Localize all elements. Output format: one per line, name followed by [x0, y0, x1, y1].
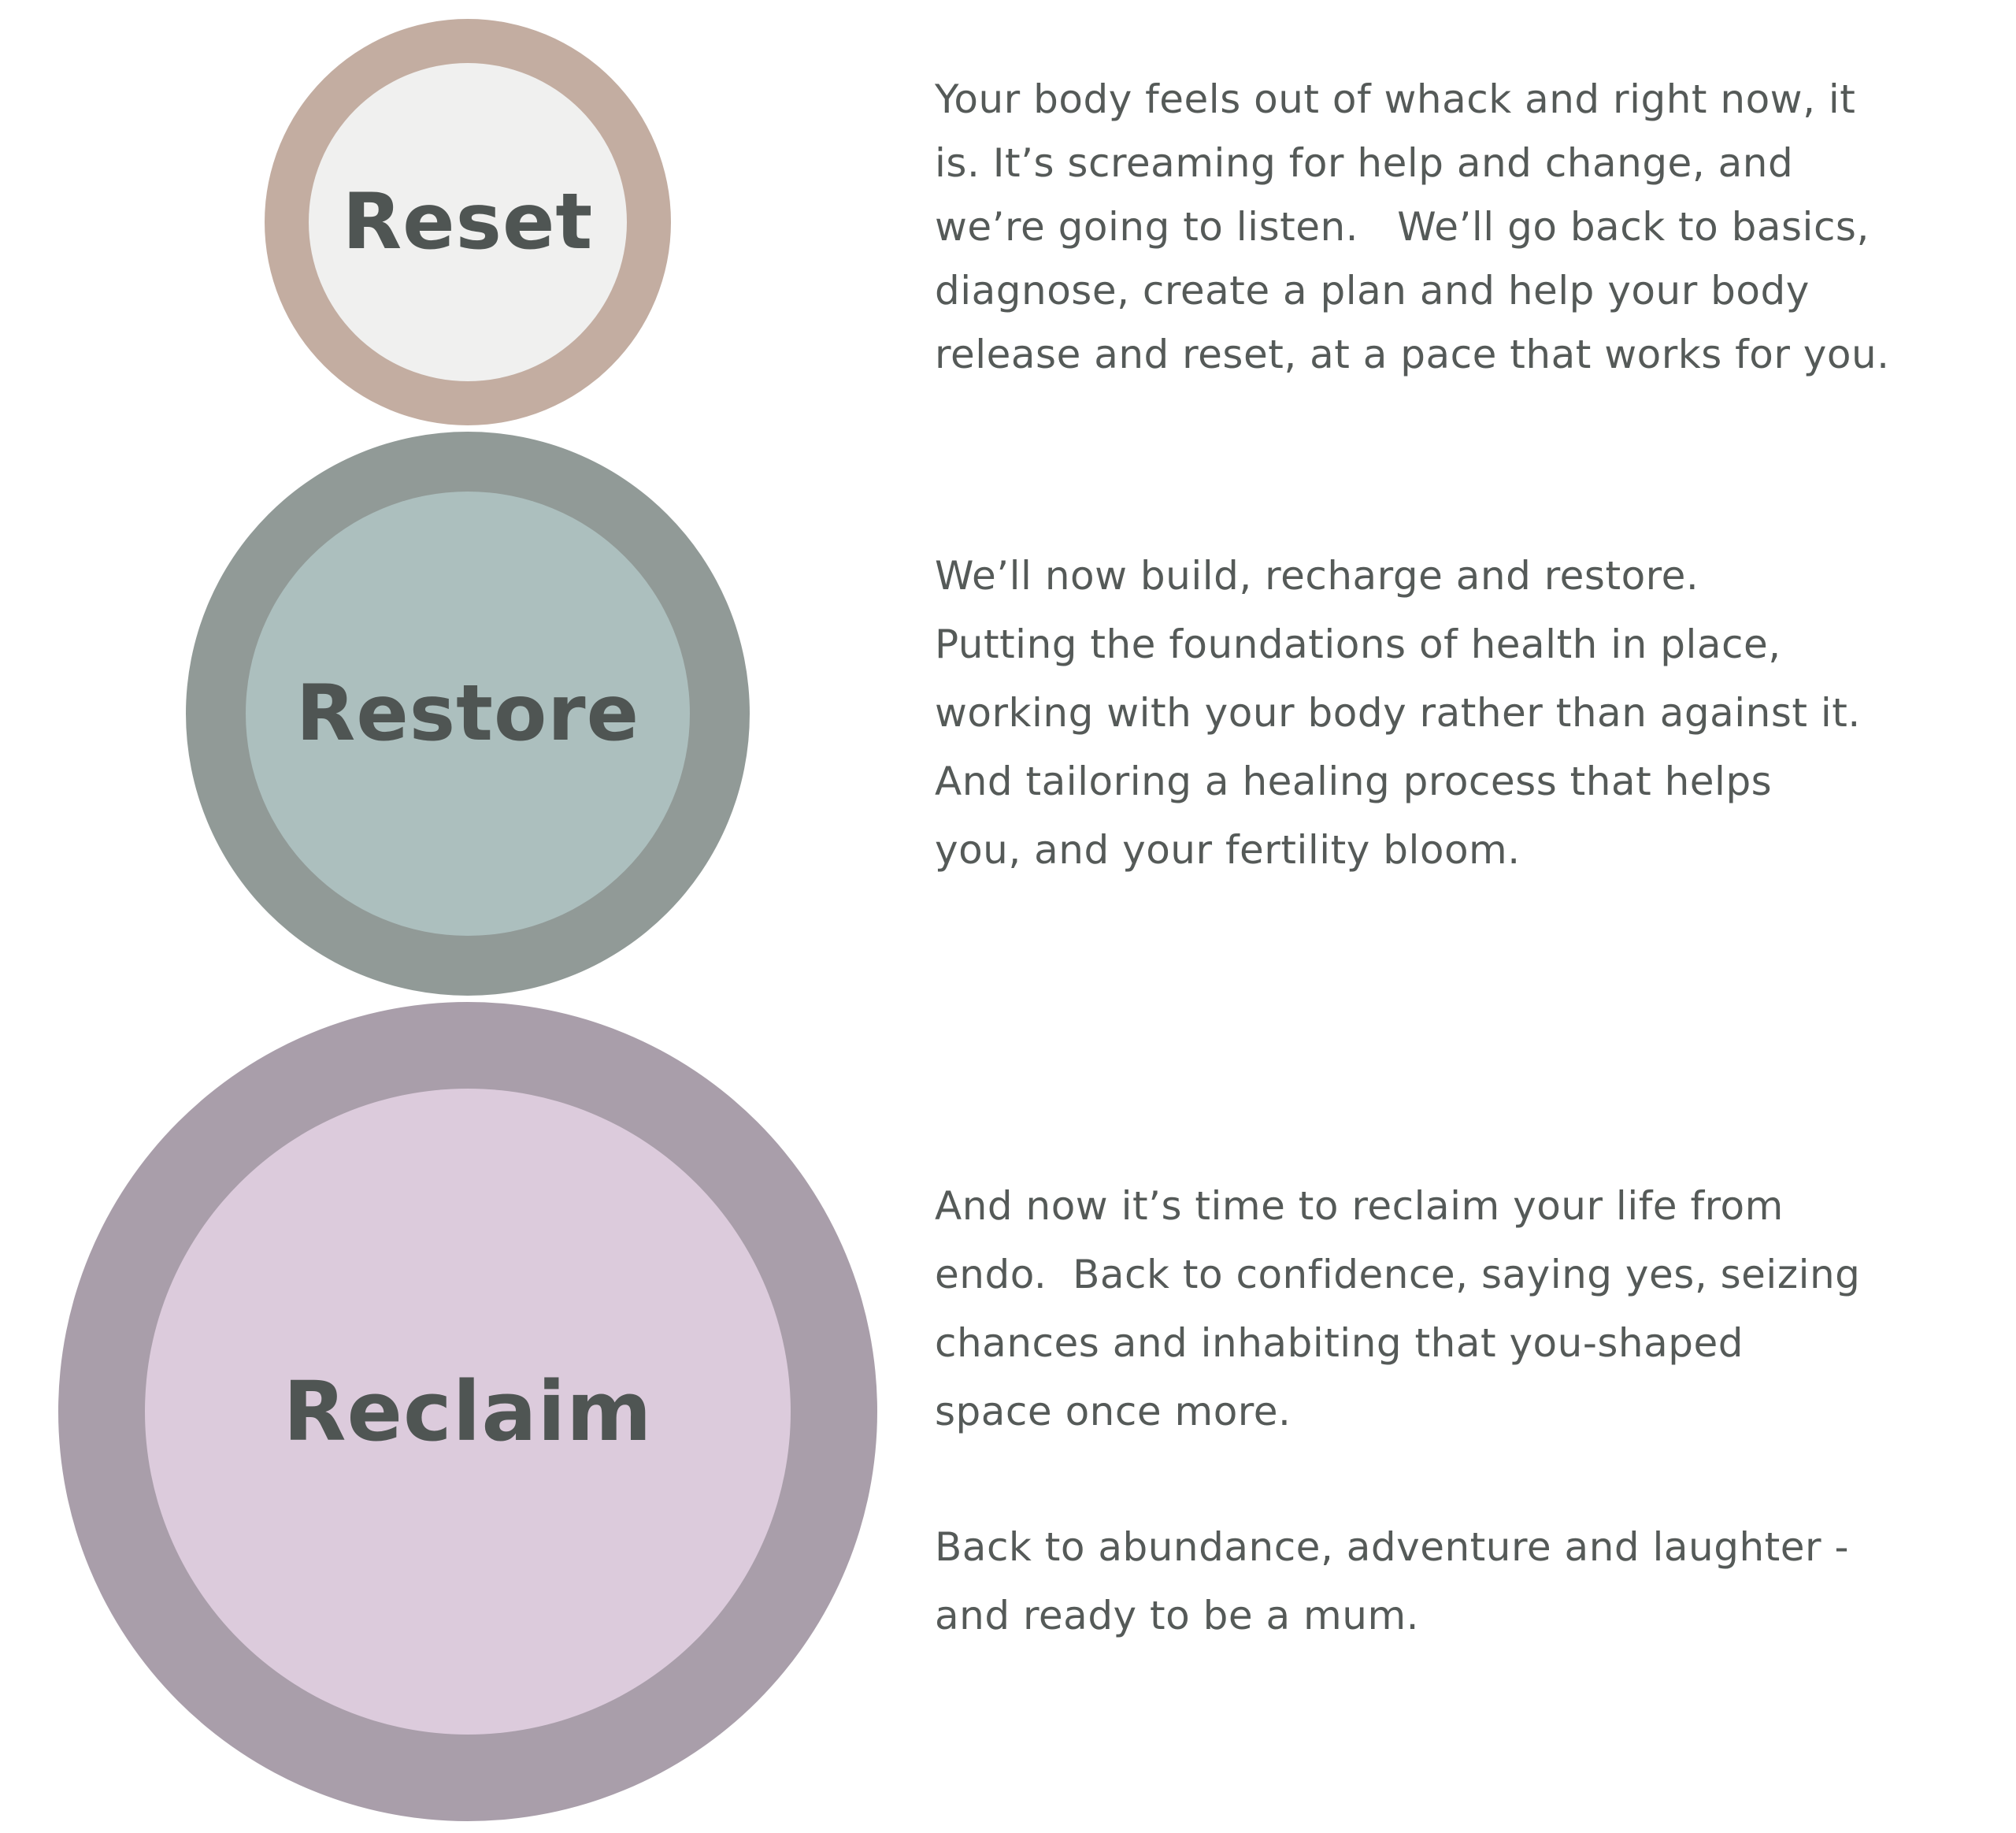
text-line: Your body feels out of whack and right n… [935, 76, 1856, 122]
reclaim-outer-circle: Reclaim [58, 1002, 877, 1821]
text-line: we’re going to listen. We’ll go back to … [935, 204, 1870, 250]
text-line: And tailoring a healing process that hel… [935, 759, 1773, 804]
restore-outer-circle: Restore [186, 432, 750, 996]
text-line: working with your body rather than again… [935, 690, 1861, 736]
text-line: diagnose, create a plan and help your bo… [935, 268, 1810, 314]
reclaim-description: And now it’s time to reclaim your life f… [935, 1172, 1860, 1446]
text-line: and ready to be a mum. [935, 1593, 1420, 1638]
restore-inner-circle: Restore [246, 492, 690, 936]
reset-label: Reset [342, 177, 594, 267]
reclaim-inner-circle: Reclaim [145, 1089, 791, 1735]
text-line: endo. Back to confidence, saying yes, se… [935, 1252, 1861, 1297]
text-line: you, and your fertility bloom. [935, 827, 1521, 873]
text-line: Putting the foundations of health in pla… [935, 622, 1781, 667]
text-line: chances and inhabiting that you-shaped [935, 1320, 1744, 1366]
reset-inner-circle: Reset [309, 63, 627, 381]
text-line: Back to abundance, adventure and laughte… [935, 1524, 1850, 1570]
restore-description: We’ll now build, recharge and restore. P… [935, 542, 1861, 885]
reset-description: Your body feels out of whack and right n… [935, 68, 1890, 387]
reclaim-description-2: Back to abundance, adventure and laughte… [935, 1513, 1849, 1650]
text-line: release and reset, at a pace that works … [935, 332, 1890, 377]
reclaim-label: Reclaim [283, 1364, 653, 1460]
text-line: We’ll now build, recharge and restore. [935, 553, 1699, 599]
text-line: And now it’s time to reclaim your life f… [935, 1183, 1784, 1229]
restore-label: Restore [295, 669, 640, 759]
text-line: is. It’s screaming for help and change, … [935, 140, 1794, 186]
text-line: space once more. [935, 1389, 1292, 1434]
reset-outer-circle: Reset [265, 19, 671, 425]
